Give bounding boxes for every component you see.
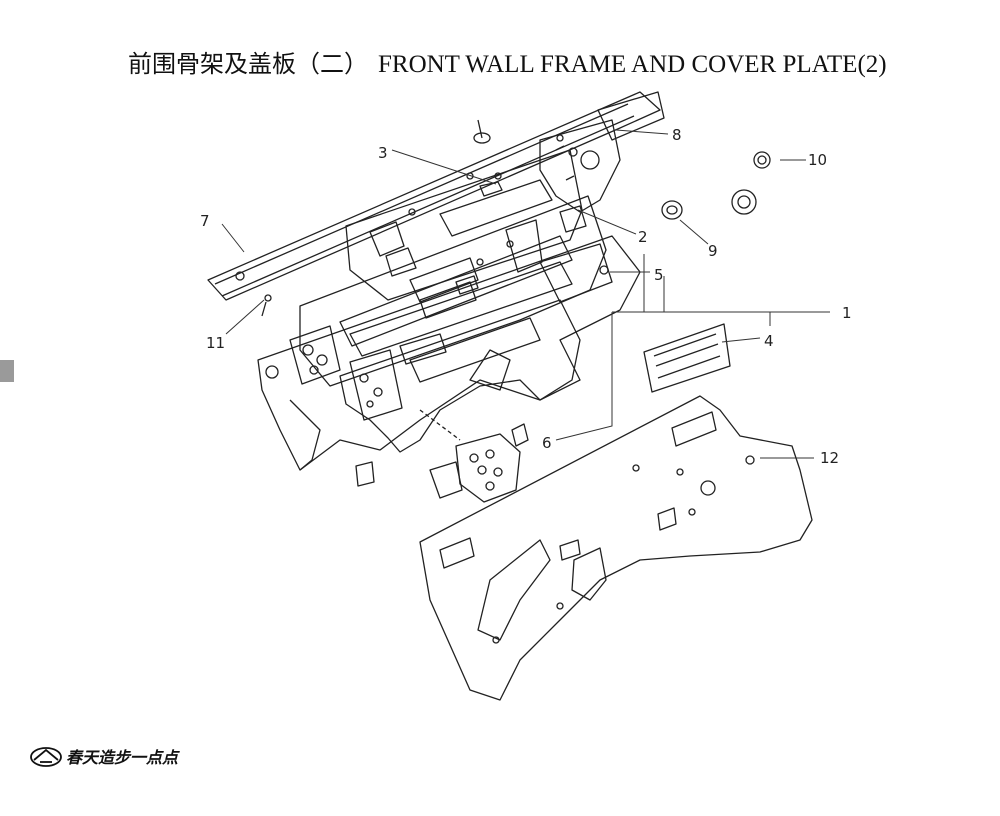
page-title: 前围骨架及盖板（二） FRONT WALL FRAME AND COVER PLA… (128, 44, 887, 79)
part-5-main-frame (257, 235, 641, 471)
callout-2: 2 (638, 228, 648, 246)
part-9-grommet (661, 200, 683, 220)
top-bolt (473, 119, 491, 144)
callout-11: 11 (206, 334, 225, 352)
leader-9 (679, 219, 709, 245)
part-3-upper-reinforcement (345, 149, 583, 301)
callout-4: 4 (764, 332, 774, 350)
callout-1: 1 (842, 304, 852, 322)
leader-11 (225, 299, 265, 335)
leader-3 (391, 149, 497, 185)
callout-8: 8 (672, 126, 682, 144)
leader-2 (577, 209, 637, 235)
part-2-middle-plate (299, 195, 607, 387)
title-en: FRONT WALL FRAME AND COVER PLATE(2) (378, 51, 887, 78)
title-zh: 前围骨架及盖板（二） (128, 50, 368, 78)
callout-10: 10 (808, 151, 827, 169)
callout-12: 12 (820, 449, 839, 467)
leader-7 (221, 223, 245, 253)
part-8-right-bracket (539, 119, 621, 213)
part-6-bracket (355, 409, 529, 503)
leader-1-6 (555, 254, 830, 441)
part-4-small-panel (643, 323, 731, 393)
leader-4 (721, 337, 761, 343)
leader-8 (615, 129, 669, 135)
brand-logo-icon (30, 747, 62, 767)
part-6-lower-frame (339, 299, 581, 453)
page-edge-marker (0, 360, 14, 382)
callout-5: 5 (654, 266, 664, 284)
callout-6: 6 (542, 434, 552, 452)
part-10-grommet (731, 151, 771, 215)
footer-logo-text: 春天造步一点点 (66, 748, 180, 767)
part-12-cover-plate (419, 395, 813, 701)
part-11-bolt (261, 294, 272, 317)
callout-7: 7 (200, 212, 210, 230)
callout-3: 3 (378, 144, 388, 162)
callout-9: 9 (708, 242, 718, 260)
